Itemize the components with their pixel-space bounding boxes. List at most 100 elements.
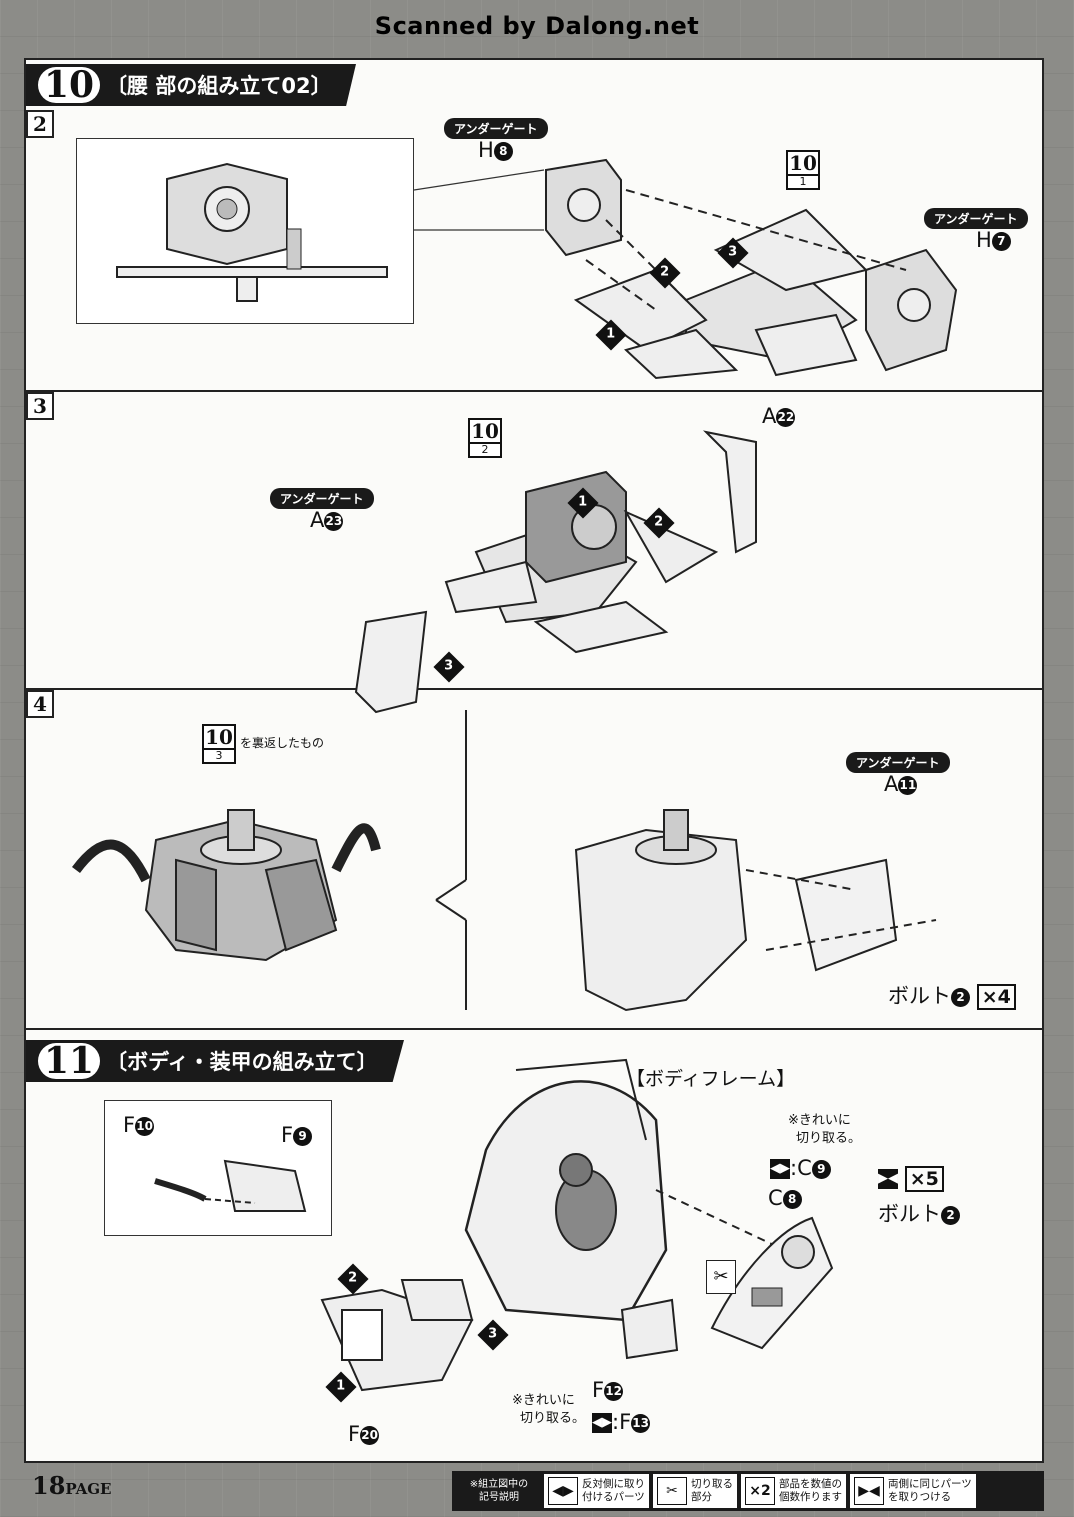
waist-side-illustration: [116, 162, 388, 302]
plate-f12-illustration: [620, 1298, 679, 1360]
ref-step-10-3-small: 3: [204, 748, 234, 762]
part-letter-h8: H: [478, 138, 494, 162]
body-frame-illustration: [365, 1058, 807, 1331]
part-label-f20: F20: [348, 1422, 380, 1446]
opposite-side-icon-f13: ◀▶: [592, 1413, 612, 1433]
part-letter-f13: :F: [612, 1410, 632, 1434]
part-num-c8: 8: [782, 1189, 802, 1209]
ref-step-10-1-small: 1: [788, 174, 818, 188]
legend-text-quantity: 部品を数値の個数作ります: [779, 1478, 842, 1503]
step-3-panel: 3 10 2 A22 アンダーゲート A23 1 2 3: [26, 392, 1042, 714]
ref-step-10-2-small: 2: [470, 442, 500, 456]
legend-item-both-sides: ▶◀ 両側に同じパーツを取りつける: [850, 1474, 976, 1508]
legend-item-opposite-side: ◀▶ 反対側に取り付けるパーツ: [544, 1474, 649, 1508]
symbol-legend: ※組立図中の 記号説明 ◀▶ 反対側に取り付けるパーツ ✂ 切り取る部分 ×2 …: [452, 1471, 1044, 1511]
ref-step-10-1-big: 10: [789, 151, 817, 175]
quantity-legend-icon: ×2: [745, 1477, 775, 1505]
part-num-f10: 10: [135, 1116, 155, 1136]
section-10-number: 10: [38, 67, 101, 103]
part-num-c9: 9: [811, 1159, 831, 1179]
part-num-h8: 8: [493, 141, 513, 161]
part-num-f13: 13: [631, 1413, 651, 1433]
opposite-side-icon: ◀▶: [770, 1159, 790, 1179]
legend-item-cut: ✂ 切り取る部分: [653, 1474, 737, 1508]
part-label-a22: A22: [762, 404, 796, 428]
legend-text-both-sides: 両側に同じパーツを取りつける: [888, 1478, 972, 1503]
flipped-waist-illustration: [72, 809, 381, 962]
armor-c8-illustration: [710, 1216, 834, 1350]
step-3-number: 3: [26, 392, 54, 420]
part-num-f20: 20: [360, 1425, 380, 1445]
part-letter-f9: F: [281, 1123, 294, 1147]
section-11-header: 11 〔ボディ・装甲の組み立て〕: [26, 1040, 404, 1082]
step-4-number: 4: [26, 690, 54, 718]
bolt-text-11: ボルト: [878, 1202, 941, 1226]
ref-step-10-2: 10 2: [468, 418, 502, 458]
part-letter-c9: :C: [790, 1156, 812, 1180]
part-num-a22: 22: [776, 407, 796, 427]
legend-title-line1: ※組立図中の: [469, 1479, 529, 1490]
both-sides-qty: ▶◀ ×5: [878, 1166, 944, 1192]
qty-x5: ×5: [904, 1166, 944, 1192]
ref-step-10-3-note: を裏返したもの: [240, 736, 325, 750]
both-sides-icon: ▶◀: [878, 1169, 898, 1189]
under-gate-tag-h7: アンダーゲート: [924, 208, 1028, 229]
scissors-legend-icon: ✂: [657, 1477, 687, 1505]
opposite-side-legend-icon: ◀▶: [548, 1477, 578, 1505]
legend-title: ※組立図中の 記号説明: [458, 1478, 540, 1504]
part-label-a11: A11: [884, 772, 918, 796]
scissors-icon: ✂: [706, 1260, 736, 1294]
section-10-header: 10 〔腰 部の組み立て02〕: [26, 64, 356, 106]
part-letter-f10: F: [123, 1113, 136, 1137]
cut-note-2: ※きれいに 切り取る。: [512, 1392, 585, 1428]
page-number-value: 18: [32, 1471, 66, 1500]
page-number: 18PAGE: [32, 1471, 111, 1500]
cut-note-2-line1: ※きれいに: [512, 1393, 575, 1408]
part-num-a23: 23: [324, 511, 344, 531]
bolt-text: ボルト: [888, 984, 951, 1008]
body-frame-label: 【ボディフレーム】: [626, 1068, 796, 1090]
both-sides-legend-icon: ▶◀: [854, 1477, 884, 1505]
legend-item-quantity: ×2 部品を数値の個数作ります: [741, 1474, 846, 1508]
bolt-qty-x4: ×4: [976, 984, 1016, 1010]
part-num-h7: 7: [991, 231, 1011, 251]
bolt-num: 2: [951, 987, 970, 1007]
ref-step-10-1: 10 1: [786, 150, 820, 190]
part-letter-a11: A: [884, 772, 899, 796]
f9-f10-illustration: [154, 1159, 307, 1212]
part-letter-c8: C: [768, 1186, 783, 1210]
cut-note-2-line2: 切り取る。: [520, 1411, 586, 1426]
part-num-f12: 12: [604, 1381, 624, 1401]
cut-note-1-line1: ※きれいに: [788, 1113, 851, 1128]
step-4-divider: [435, 710, 467, 1010]
section-10-title: 〔腰 部の組み立て02〕: [106, 74, 332, 98]
legend-text-cut: 切り取る部分: [691, 1478, 733, 1503]
part-letter-a22: A: [762, 404, 777, 428]
ref-step-10-2-big: 10: [471, 419, 499, 443]
cut-note-1-line2: 切り取る。: [796, 1131, 862, 1146]
part-letter-a23: A: [310, 508, 325, 532]
part-num-a11: 11: [898, 775, 918, 795]
step-4-panel: 4 10 3 を裏返したもの アンダーゲート A11: [26, 690, 1042, 1030]
legend-title-line2: 記号説明: [479, 1492, 519, 1503]
part-letter-f20: F: [348, 1422, 361, 1446]
part-letter-f12: F: [592, 1378, 605, 1402]
part-label-f13: ◀▶:F13: [592, 1410, 651, 1434]
section-11-title: 〔ボディ・装甲の組み立て〕: [106, 1050, 378, 1074]
page-suffix: PAGE: [65, 1480, 112, 1498]
ref-step-10-3: 10 3: [202, 724, 236, 764]
legend-text-opposite-side: 反対側に取り付けるパーツ: [582, 1478, 645, 1503]
inset-leader-lines: [413, 169, 545, 231]
scan-credit: Scanned by Dalong.net: [374, 12, 700, 40]
waist-frame-illustration: [354, 430, 757, 714]
